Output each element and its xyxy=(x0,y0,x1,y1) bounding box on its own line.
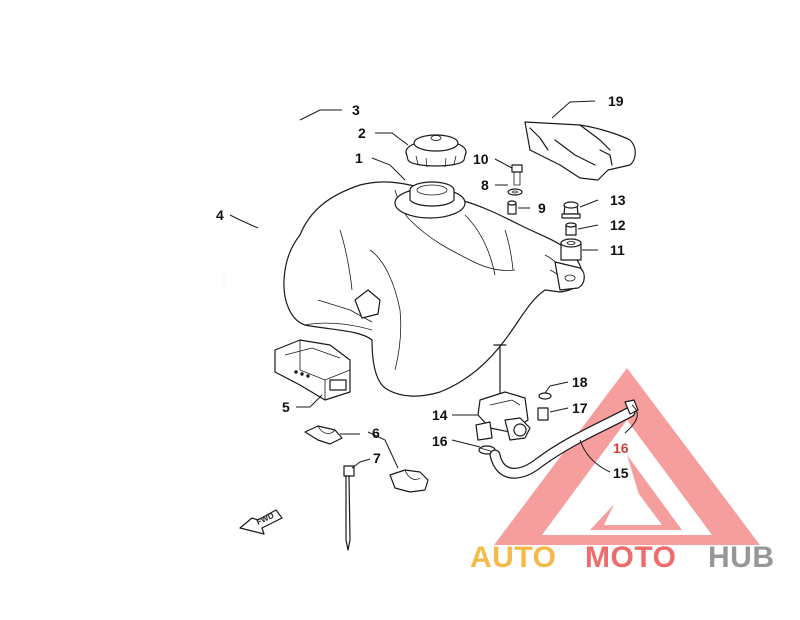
screw-17 xyxy=(537,407,549,421)
callout-9: 9 xyxy=(538,200,546,216)
cover-19 xyxy=(524,121,636,181)
callout-17: 17 xyxy=(572,400,588,416)
bolt-13 xyxy=(561,201,581,219)
vent-hose-3 xyxy=(266,42,442,197)
callout-13: 13 xyxy=(610,192,626,208)
fuel-cap-2 xyxy=(405,134,467,168)
fuel-hose-15 xyxy=(489,406,636,479)
watermark-moto: MOTO xyxy=(585,541,676,574)
callout-5: 5 xyxy=(282,399,290,415)
callout-16-right: 16 xyxy=(613,440,629,456)
callout-12: 12 xyxy=(610,217,626,233)
hose-4 xyxy=(223,221,263,293)
callout-7: 7 xyxy=(373,450,381,466)
callout-1: 1 xyxy=(355,150,363,166)
washer-18 xyxy=(538,392,552,400)
fuel-tank-1 xyxy=(283,181,585,397)
callout-3: 3 xyxy=(352,102,360,118)
collar-12 xyxy=(565,222,577,236)
bracket-5 xyxy=(274,339,351,401)
watermark-logo xyxy=(494,368,760,545)
watermark-text: AUTO MOTO HUB xyxy=(470,541,775,574)
callout-15: 15 xyxy=(613,465,629,481)
fuel-valve-14 xyxy=(475,344,531,441)
callout-8: 8 xyxy=(481,177,489,193)
callout-11: 11 xyxy=(610,242,625,258)
leader-lines xyxy=(229,100,638,473)
grommet-11 xyxy=(560,238,582,261)
screw-10 xyxy=(511,164,523,186)
callout-14: 14 xyxy=(432,407,448,423)
watermark-hub: HUB xyxy=(708,541,775,574)
forward-arrow-icon: FWD xyxy=(239,509,283,535)
washer-8 xyxy=(507,188,523,196)
grommet-9 xyxy=(507,200,517,215)
clamp-6a xyxy=(304,425,343,445)
callout-19: 19 xyxy=(608,93,624,109)
watermark-auto: AUTO xyxy=(470,541,556,574)
callout-6: 6 xyxy=(372,425,380,441)
callout-18: 18 xyxy=(572,374,588,390)
clamp-6b xyxy=(389,469,429,493)
callout-16-left: 16 xyxy=(432,433,448,449)
cable-tie-7 xyxy=(343,465,355,551)
callout-2: 2 xyxy=(358,125,366,141)
callout-10: 10 xyxy=(473,151,489,167)
callout-4: 4 xyxy=(216,207,224,223)
hose-clamp-16b xyxy=(624,399,639,415)
callout-labels: 3 2 1 4 5 6 7 8 9 10 11 12 13 14 15 16 1… xyxy=(216,93,629,481)
